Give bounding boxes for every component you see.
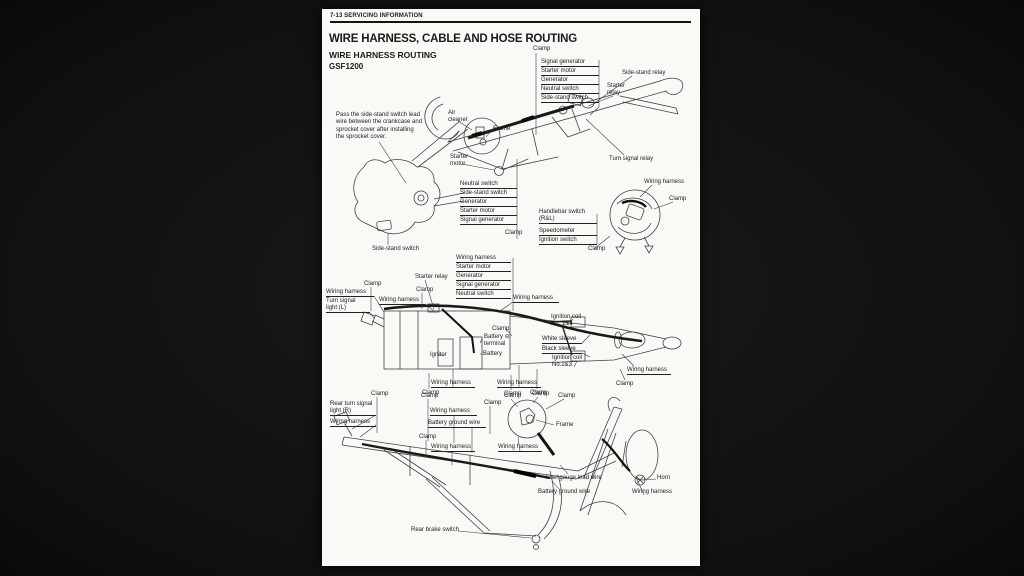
diagram-label: Frame bbox=[493, 126, 511, 132]
header-rule bbox=[330, 21, 691, 23]
diagram-label: Side-stand switch bbox=[372, 246, 420, 252]
page-title: WIRE HARNESS, CABLE AND HOSE ROUTING bbox=[329, 33, 577, 45]
diagram-label: Generator bbox=[456, 273, 511, 282]
diagram-label: Clamp bbox=[504, 391, 522, 397]
running-header: 7-13 SERVICING INFORMATION bbox=[330, 13, 423, 19]
diagram-label: Clamp bbox=[530, 390, 548, 396]
diagram-label: Generator bbox=[541, 77, 599, 86]
wiring-diagram-artwork bbox=[333, 53, 684, 550]
diagram-label: Ignition coil No.2&3 bbox=[552, 355, 583, 368]
diagram-label: Ignition switch bbox=[539, 237, 597, 246]
diagram-label: Clamp bbox=[364, 281, 382, 287]
diagram-label: Clamp bbox=[588, 246, 606, 252]
diagram-label: Wiring harness bbox=[430, 408, 477, 417]
diagram-label: Speedometer bbox=[539, 228, 597, 237]
diagram-label: Battery ground wire bbox=[428, 420, 486, 429]
diagram-label: Frame bbox=[556, 422, 574, 428]
diagram-label: Clamp bbox=[669, 196, 687, 202]
diagram-label: Signal generator bbox=[541, 59, 599, 68]
diagram-label: Clamp bbox=[492, 326, 510, 332]
diagram-label: Ignition coil No. 1&4 bbox=[551, 314, 582, 327]
diagram-label: Fuel gauge lead wire bbox=[546, 475, 602, 481]
diagram-label: Clamp bbox=[416, 287, 434, 293]
diagram-label: Rear brake switch bbox=[411, 527, 460, 533]
diagram-label: Neutral switch bbox=[541, 86, 599, 95]
diagram-label: Wiring harness bbox=[498, 444, 542, 453]
model-code: GSF1200 bbox=[329, 62, 364, 71]
diagram-label: Wiring harness bbox=[456, 255, 511, 264]
diagram-label: Generator bbox=[460, 199, 517, 208]
diagram-label: Starter motor bbox=[460, 208, 517, 217]
diagram-label: Battery ⊖ terminal bbox=[484, 334, 510, 347]
diagram-label: Wiring harness bbox=[644, 179, 685, 185]
diagram-label: Starter motor bbox=[541, 68, 599, 77]
diagram-label: Starter relay bbox=[607, 83, 626, 96]
diagram-label: Wiring harness bbox=[497, 380, 541, 389]
diagram-label: Turn signal relay bbox=[609, 156, 654, 162]
diagram-label: Battery bbox=[483, 351, 503, 357]
diagram-label: Clamp bbox=[558, 393, 576, 399]
diagram-label: Turn signal light (L) bbox=[326, 298, 370, 314]
section-title: WIRE HARNESS ROUTING bbox=[329, 50, 437, 60]
diagram-label: Clamp bbox=[419, 434, 437, 440]
diagram-label: Clamp bbox=[533, 46, 551, 52]
diagram-label: Wiring harness bbox=[379, 297, 425, 306]
diagram-label: Wiring harness bbox=[431, 444, 475, 453]
diagram-label: Starter relay bbox=[415, 274, 448, 280]
diagram-label: Clamp bbox=[616, 381, 634, 387]
diagram-label: Battery ground wire bbox=[538, 489, 591, 495]
diagram-label: Black sleeve bbox=[542, 346, 582, 355]
manual-page: 7-13 SERVICING INFORMATION WIRE HARNESS,… bbox=[322, 9, 700, 566]
diagram-label: Wiring harness bbox=[627, 367, 671, 376]
diagram-label: Clamp bbox=[532, 391, 550, 397]
diagram-label: Neutral switch bbox=[456, 291, 511, 300]
diagram-label: Neutral switch bbox=[460, 181, 517, 190]
diagram-label: Wiring harness bbox=[326, 289, 374, 298]
diagram-label: Handlebar switch (R&L) bbox=[539, 209, 597, 225]
diagram-label: Side-stand relay bbox=[622, 70, 666, 76]
diagram-label: Side-stand switch bbox=[460, 190, 517, 199]
diagram-label: Clamp bbox=[504, 393, 522, 399]
diagram-label: Signal generator bbox=[460, 217, 517, 226]
diagram-label: Rear turn signal light (R) bbox=[330, 401, 376, 417]
diagram-label: Signal generator bbox=[456, 282, 511, 291]
diagram-label: Side-stand switch bbox=[541, 95, 599, 104]
diagram-label: Ignitor bbox=[430, 352, 447, 358]
diagram-label: Wiring harness bbox=[513, 295, 559, 304]
diagram-label: White sleeve bbox=[542, 336, 582, 345]
diagram-label: Clamp bbox=[371, 391, 389, 397]
diagram-label: Starter motor bbox=[450, 154, 469, 167]
diagram-label: Clamp bbox=[422, 390, 440, 396]
diagram-label: Wiring harness bbox=[431, 380, 475, 389]
diagram-label: Horn bbox=[657, 475, 671, 481]
diagram-label: Clamp bbox=[505, 230, 523, 236]
diagram-label: Air cleaner bbox=[448, 110, 468, 123]
diagram-label: Clamp bbox=[484, 400, 502, 406]
diagram-label: Wiring harness bbox=[632, 489, 673, 495]
diagram-label: Wiring harness bbox=[330, 419, 376, 428]
diagram-label: Starter motor bbox=[456, 264, 511, 273]
routing-note: Pass the side-stand switch lead wire bet… bbox=[336, 112, 423, 141]
diagram-label: Clamp bbox=[421, 393, 439, 399]
